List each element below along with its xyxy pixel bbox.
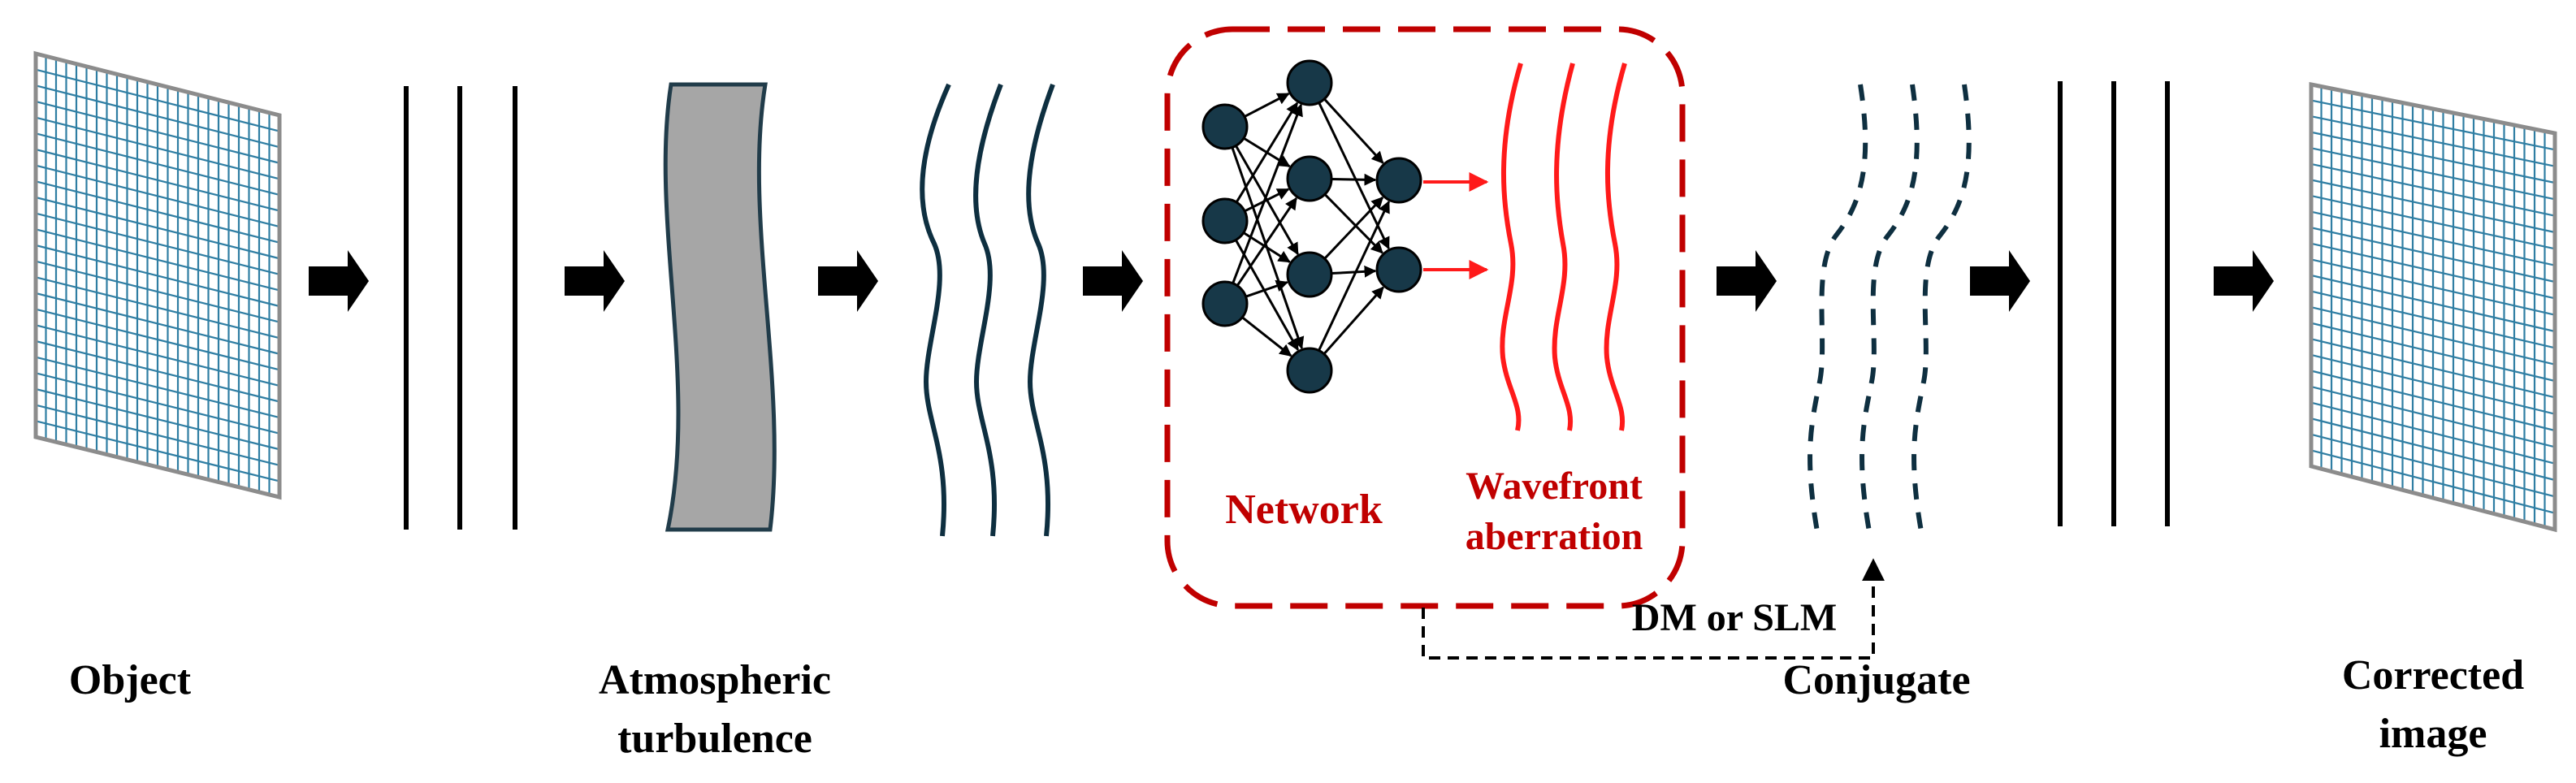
network-node: [1201, 103, 1249, 150]
wavefront-aberration-label: Wavefront aberration: [1436, 461, 1672, 562]
feedback-path: [1422, 558, 1885, 660]
conjugate-label: Conjugate: [1782, 657, 1971, 703]
network-node: [1286, 251, 1333, 298]
wavefront-aberration-lines: [1500, 63, 1627, 431]
network-edge: [1244, 188, 1290, 213]
flow-arrow-2: [565, 250, 625, 312]
distorted-wave-line: [920, 83, 951, 537]
grid-line: [2310, 433, 2556, 498]
grid-line: [35, 420, 280, 482]
distorted-wave-line: [1026, 83, 1055, 537]
grid-line: [2310, 417, 2556, 482]
aberration-wave-line: [1500, 63, 1523, 431]
grid-line: [35, 372, 280, 435]
network-edge: [1244, 93, 1290, 118]
network-box: [1164, 26, 1686, 609]
network-edge: [1323, 97, 1384, 164]
network-edge: [1236, 197, 1298, 287]
corrected-image-line1: Corrected: [2341, 652, 2525, 699]
dm-slm-label: DM or SLM: [1631, 596, 1838, 639]
atmospheric-turbulence-line1: Atmospheric: [599, 657, 831, 703]
corrected-image-grid: [2309, 81, 2557, 533]
network-output-arrows: [1423, 172, 1489, 279]
turbulence-lens: [663, 82, 777, 532]
network-edge: [1234, 239, 1300, 352]
feedback-line: [1422, 558, 1885, 660]
network-edge: [1323, 286, 1384, 355]
flow-arrow-3: [818, 250, 878, 312]
network-edge: [1232, 103, 1303, 284]
corrected-image-label: Corrected image: [2315, 647, 2551, 764]
object-grid: [33, 50, 282, 500]
network-edge: [1241, 316, 1292, 357]
flow-arrow-1: [309, 250, 369, 312]
atmospheric-turbulence-line2: turbulence: [617, 716, 812, 762]
network-node: [1201, 280, 1249, 327]
grid-frame: [2309, 81, 2557, 533]
distorted-wave-line: [973, 83, 1003, 537]
plane-wavefronts-output: [2058, 81, 2170, 526]
grid-line: [35, 404, 280, 466]
conjugate-wave-line: [1911, 84, 1972, 537]
network-edge: [1235, 102, 1299, 203]
grid-line: [35, 387, 280, 451]
atmospheric-turbulence-label: Atmospheric turbulence: [585, 651, 845, 768]
network-node: [1375, 246, 1422, 293]
corrected-image-line2: image: [2379, 711, 2487, 757]
flow-arrow-4: [1083, 250, 1143, 312]
network-node: [1286, 59, 1333, 106]
network-node: [1286, 347, 1333, 394]
network-node: [1286, 155, 1333, 202]
plane-wavefronts-input: [404, 86, 517, 530]
wavefront-aberration-line2: aberration: [1465, 515, 1643, 558]
neural-network: [1201, 59, 1422, 394]
object-label: Object: [68, 657, 192, 703]
network-node: [1201, 197, 1249, 244]
network-edge: [1245, 279, 1289, 298]
conjugate-wave-line: [1859, 84, 1920, 537]
flow-arrow-5: [1717, 250, 1777, 312]
network-edge: [1323, 193, 1383, 254]
network-edge: [1331, 173, 1377, 186]
grid-frame: [33, 50, 282, 500]
network-label: Network: [1225, 487, 1383, 533]
aberration-wave-line: [1552, 63, 1575, 431]
grid-line: [2310, 401, 2556, 465]
network-edge: [1318, 200, 1391, 352]
conjugate-wavefronts: [1808, 84, 1972, 537]
grid-line: [2310, 449, 2556, 514]
flow-arrow-7: [2214, 250, 2274, 312]
flow-arrow-6: [1970, 250, 2030, 312]
network-edge: [1323, 196, 1384, 260]
network-node: [1375, 157, 1422, 204]
network-edge: [1331, 265, 1377, 278]
flow-arrows: [309, 250, 2274, 312]
wavefront-aberration-line1: Wavefront: [1466, 465, 1643, 508]
distorted-wavefronts: [920, 83, 1055, 537]
conjugate-wave-line: [1808, 84, 1868, 537]
aberration-wave-line: [1604, 63, 1627, 431]
